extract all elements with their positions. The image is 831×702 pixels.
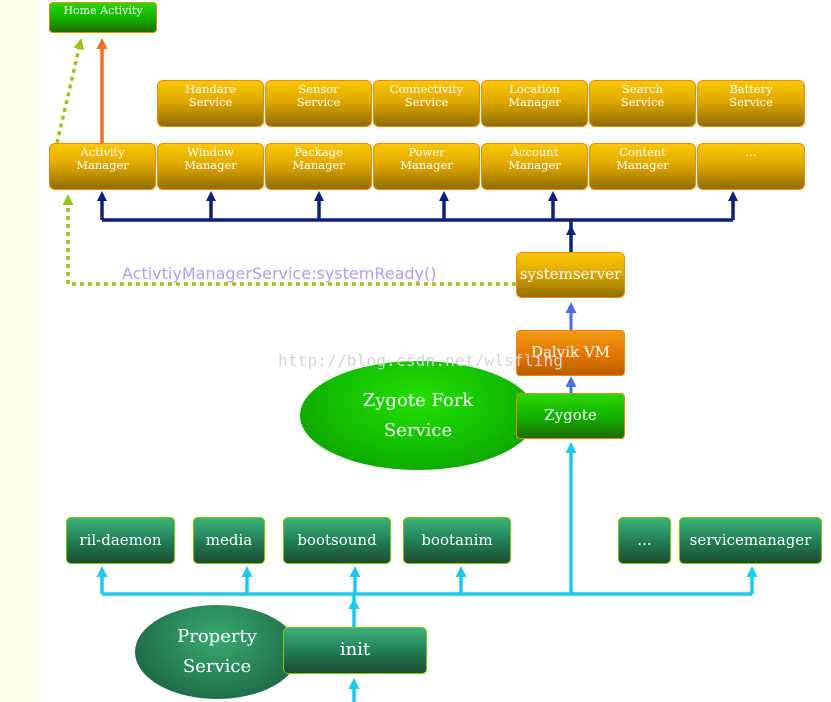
activity-manager-box[interactable]: Activity Manager [49, 143, 156, 190]
sensor-service-box[interactable]: Sensor Service [265, 80, 372, 127]
system-ready-dotted-arrow [62, 194, 516, 286]
search-service-box[interactable]: Search Service [589, 80, 696, 127]
connectivity-service-box[interactable]: Connectivity Service [373, 80, 480, 127]
ril-daemon-box[interactable]: ril-daemon [66, 517, 175, 564]
content-manager-box[interactable]: Content Manager [589, 143, 696, 190]
package-manager-box[interactable]: Package Manager [265, 143, 372, 190]
systemserver-box[interactable]: systemserver [516, 252, 625, 298]
bootanim-box[interactable]: bootanim [403, 517, 511, 564]
more-services-box[interactable]: ... [697, 143, 805, 190]
window-manager-box[interactable]: Window Manager [157, 143, 264, 190]
account-manager-box[interactable]: Account Manager [481, 143, 588, 190]
handare-service-box[interactable]: Handare Service [157, 80, 264, 127]
servicemanager-box[interactable]: servicemanager [679, 517, 822, 564]
dotted-arrow-to-home [55, 38, 85, 144]
home-activity-box[interactable]: Home Activity [49, 2, 157, 33]
battery-service-box[interactable]: Battery Service [697, 80, 805, 127]
location-manager-box[interactable]: Location Manager [481, 80, 588, 127]
bootsound-box[interactable]: bootsound [283, 517, 391, 564]
more-daemons-box[interactable]: ... [618, 517, 671, 564]
left-margin-bar [0, 0, 40, 702]
home-activity-label: Home Activity [63, 4, 143, 17]
watermark-text: http://blog.csdn.net/wlsfling [278, 351, 564, 370]
power-manager-box[interactable]: Power Manager [373, 143, 480, 190]
zygote-fork-service-ellipse[interactable]: Zygote Fork Service [300, 361, 536, 470]
property-service-ellipse[interactable]: Property Service [135, 605, 299, 699]
media-box[interactable]: media [193, 517, 265, 564]
dalvik-vm-box[interactable]: Dalvik VM [516, 330, 625, 376]
init-box[interactable]: init [283, 627, 427, 674]
system-ready-label: ActivtiyManagerService:systemReady() [122, 264, 437, 283]
zygote-box[interactable]: Zygote [516, 393, 625, 439]
